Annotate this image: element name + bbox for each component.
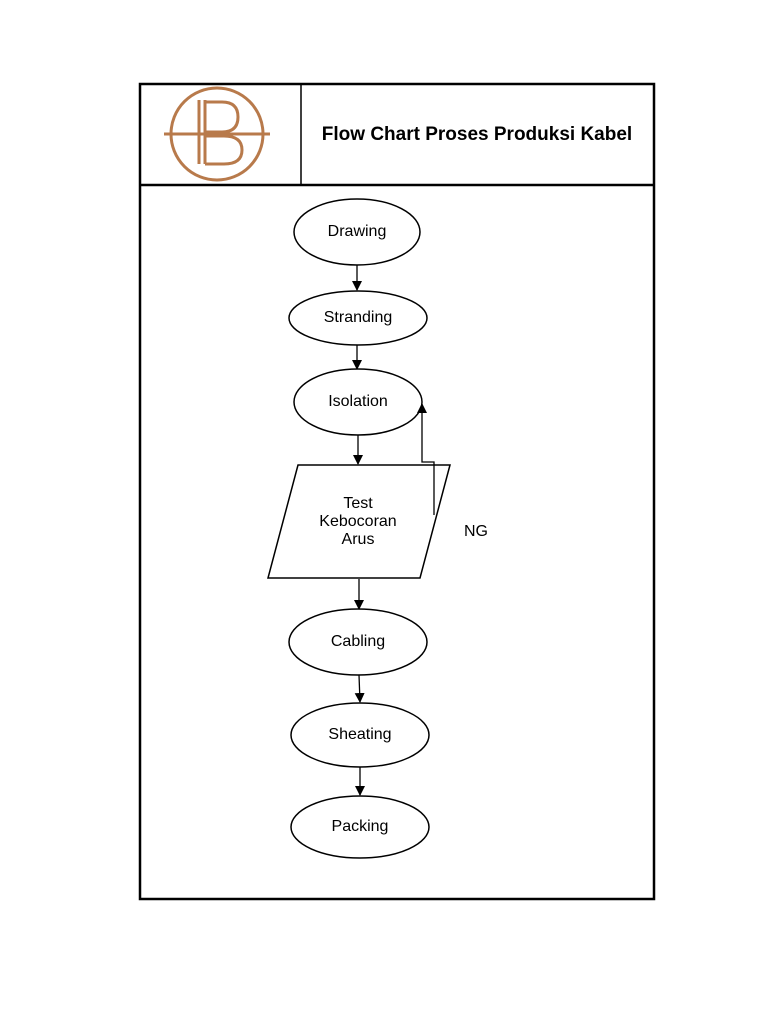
node-sheating-label: Sheating [328,726,391,743]
edge-test-isolation-ng [417,403,435,515]
ng-label: NG [464,523,488,540]
document-border [138,82,656,901]
page-title: Flow Chart Proses Produksi Kabel [322,124,632,145]
node-test-line1: Test [343,495,373,512]
node-test-line3: Arus [342,531,375,548]
node-drawing-label: Drawing [328,223,387,240]
company-logo [164,86,270,182]
node-test-line2: Kebocoran [319,513,396,530]
node-stranding-label: Stranding [324,309,393,326]
node-cabling-label: Cabling [331,633,385,650]
node-drawing: Drawing [293,198,421,266]
node-test-kebocoran-arus: Test Kebocoran Arus [267,464,451,579]
node-isolation: Isolation [293,368,423,436]
edge-cabling-sheating [354,674,365,703]
node-stranding: Stranding [288,290,428,346]
node-packing-label: Packing [332,818,389,835]
node-packing: Packing [290,795,430,859]
node-sheating: Sheating [290,702,430,768]
node-isolation-label: Isolation [328,393,388,410]
node-cabling: Cabling [288,608,428,676]
